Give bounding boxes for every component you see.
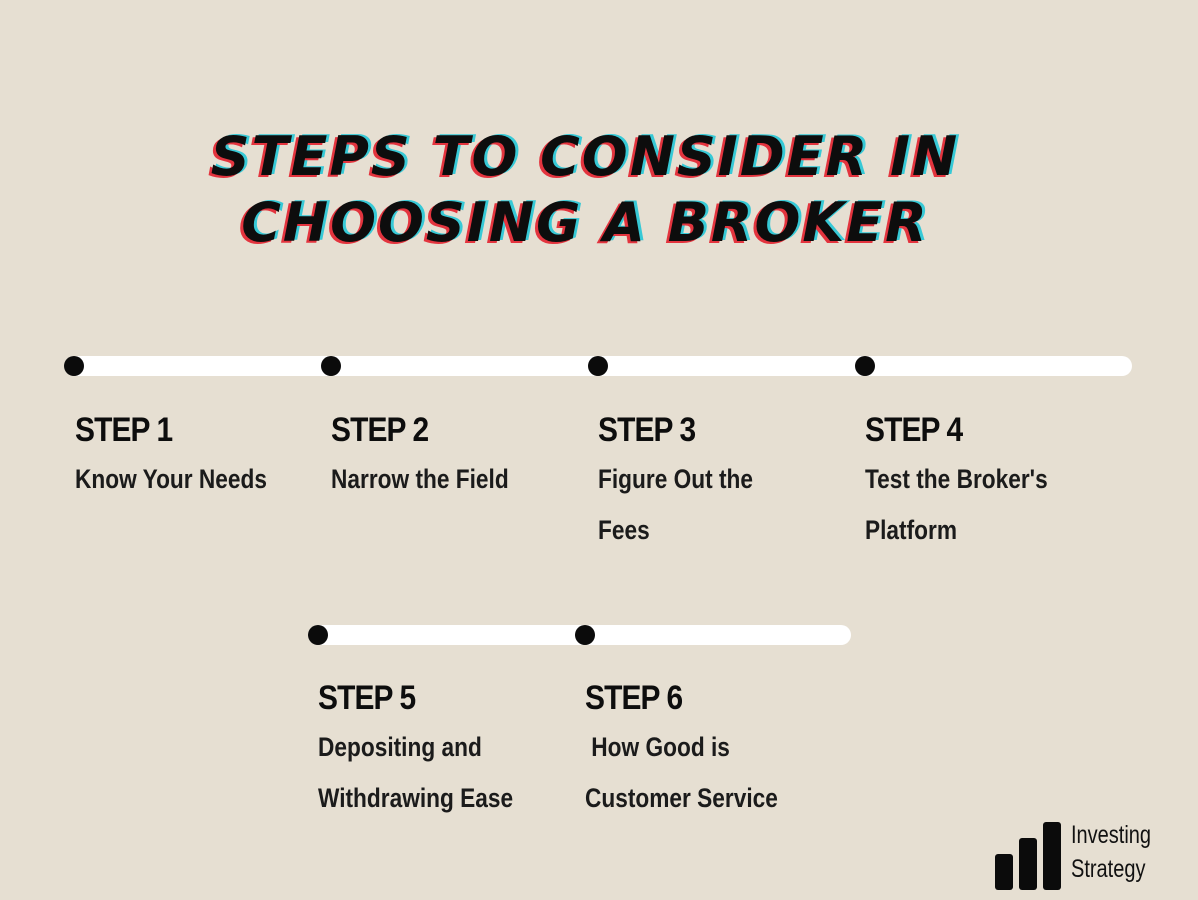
investing-strategy-logo: Investing Strategy <box>995 818 1175 890</box>
logo-bar-icon-medium <box>1019 838 1037 890</box>
step-1-description: Know Your Needs <box>75 464 267 494</box>
step-4-marker <box>855 356 875 376</box>
step-2-description: Narrow the Field <box>331 464 509 494</box>
infographic-title: STEPS TO CONSIDER IN CHOOSING A BROKER <box>0 124 1170 256</box>
logo-text-line-2: Strategy <box>1071 855 1146 883</box>
logo-bar-icon-tall <box>1043 822 1061 890</box>
step-6-description: How Good is Customer Service <box>585 732 778 813</box>
step-6-marker <box>575 625 595 645</box>
step-5-description: Depositing and Withdrawing Ease <box>318 732 514 813</box>
step-3-description: Figure Out the Fees <box>598 464 753 545</box>
logo-text: Investing Strategy <box>1071 818 1151 886</box>
step-6-label: STEP 6 <box>585 679 683 717</box>
title-line-2: CHOOSING A BROKER <box>241 191 929 254</box>
step-1-label: STEP 1 <box>75 411 173 449</box>
step-5: STEP 5 Depositing and Withdrawing Ease <box>318 678 568 824</box>
logo-text-line-1: Investing <box>1071 821 1152 849</box>
step-4: STEP 4 Test the Broker's Platform <box>865 410 1115 556</box>
logo-bar-icon-short <box>995 854 1013 890</box>
step-3: STEP 3 Figure Out the Fees <box>598 410 848 556</box>
step-1: STEP 1 Know Your Needs <box>75 410 325 505</box>
step-4-label: STEP 4 <box>865 411 963 449</box>
step-3-marker <box>588 356 608 376</box>
step-2-label: STEP 2 <box>331 411 429 449</box>
step-3-label: STEP 3 <box>598 411 696 449</box>
step-1-marker <box>64 356 84 376</box>
step-4-description: Test the Broker's Platform <box>865 464 1048 545</box>
step-5-label: STEP 5 <box>318 679 416 717</box>
title-line-1: STEPS TO CONSIDER IN <box>210 125 960 188</box>
step-6: STEP 6 How Good is Customer Service <box>585 678 835 824</box>
step-2-marker <box>321 356 341 376</box>
step-2: STEP 2 Narrow the Field <box>331 410 581 505</box>
step-5-marker <box>308 625 328 645</box>
